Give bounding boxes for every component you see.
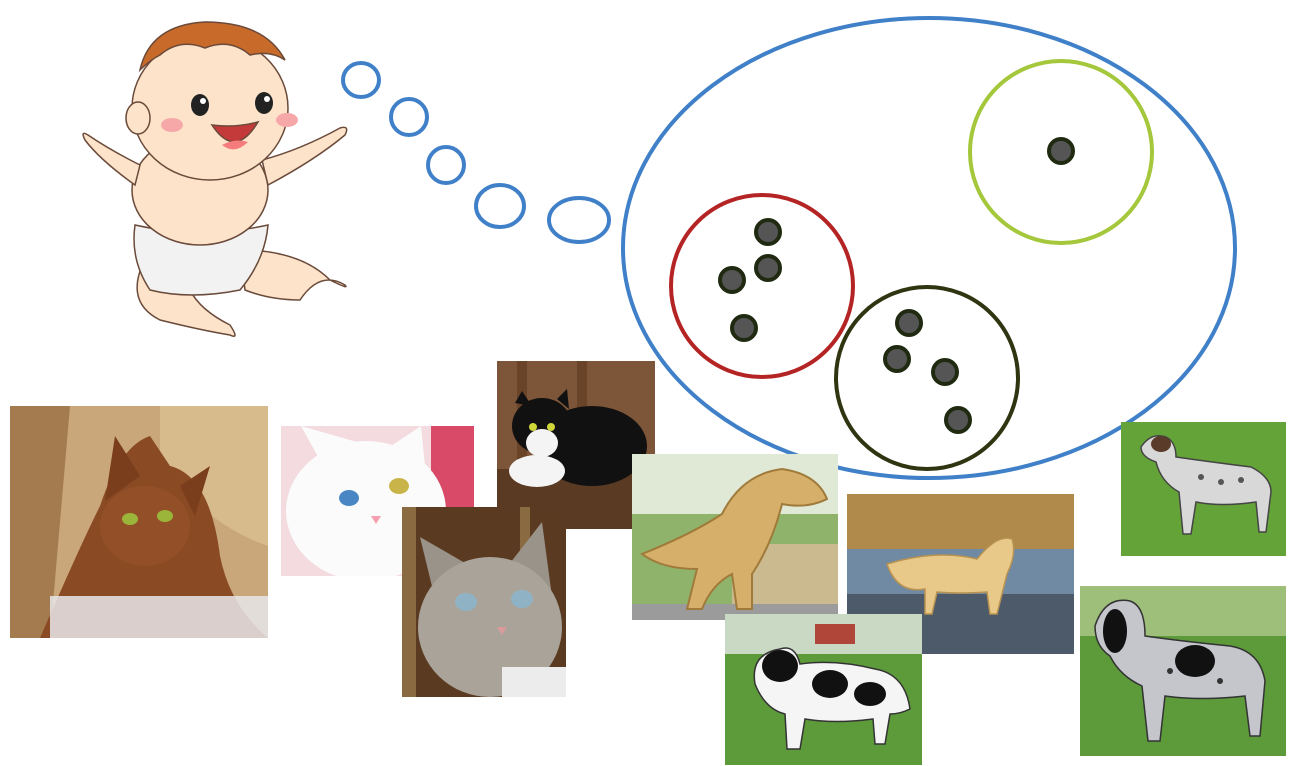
point-dog-4 — [944, 406, 972, 434]
dog-black-white-photo — [725, 614, 922, 765]
dog-hound-photo — [1080, 586, 1286, 756]
point-dog-2 — [883, 345, 911, 373]
thought-dot-4 — [474, 183, 526, 229]
point-cat-2 — [754, 254, 782, 282]
point-dinosaur-1 — [1047, 137, 1075, 165]
point-cat-1 — [754, 218, 782, 246]
point-dog-3 — [931, 358, 959, 386]
cat-tabby-photo — [402, 507, 566, 697]
dinosaur-statue-photo — [632, 454, 838, 620]
point-cat-4 — [730, 314, 758, 342]
cluster-cats — [669, 193, 855, 379]
thought-cloud — [621, 16, 1237, 480]
thought-dot-1 — [341, 61, 381, 99]
cluster-dogs — [834, 285, 1020, 471]
cat-abyssinian-photo — [10, 406, 268, 638]
thought-dot-5 — [547, 196, 611, 244]
cluster-dinosaur — [968, 59, 1154, 245]
baby-illustration — [82, 21, 348, 337]
thought-bubble-trail — [341, 61, 611, 244]
point-cat-3 — [718, 266, 746, 294]
thought-dot-3 — [426, 145, 466, 185]
point-dog-1 — [895, 309, 923, 337]
cluster-points — [718, 137, 1075, 434]
dog-golden-retriever-photo — [847, 494, 1074, 654]
dog-pointer-photo — [1121, 422, 1286, 556]
thought-dot-2 — [389, 97, 429, 137]
